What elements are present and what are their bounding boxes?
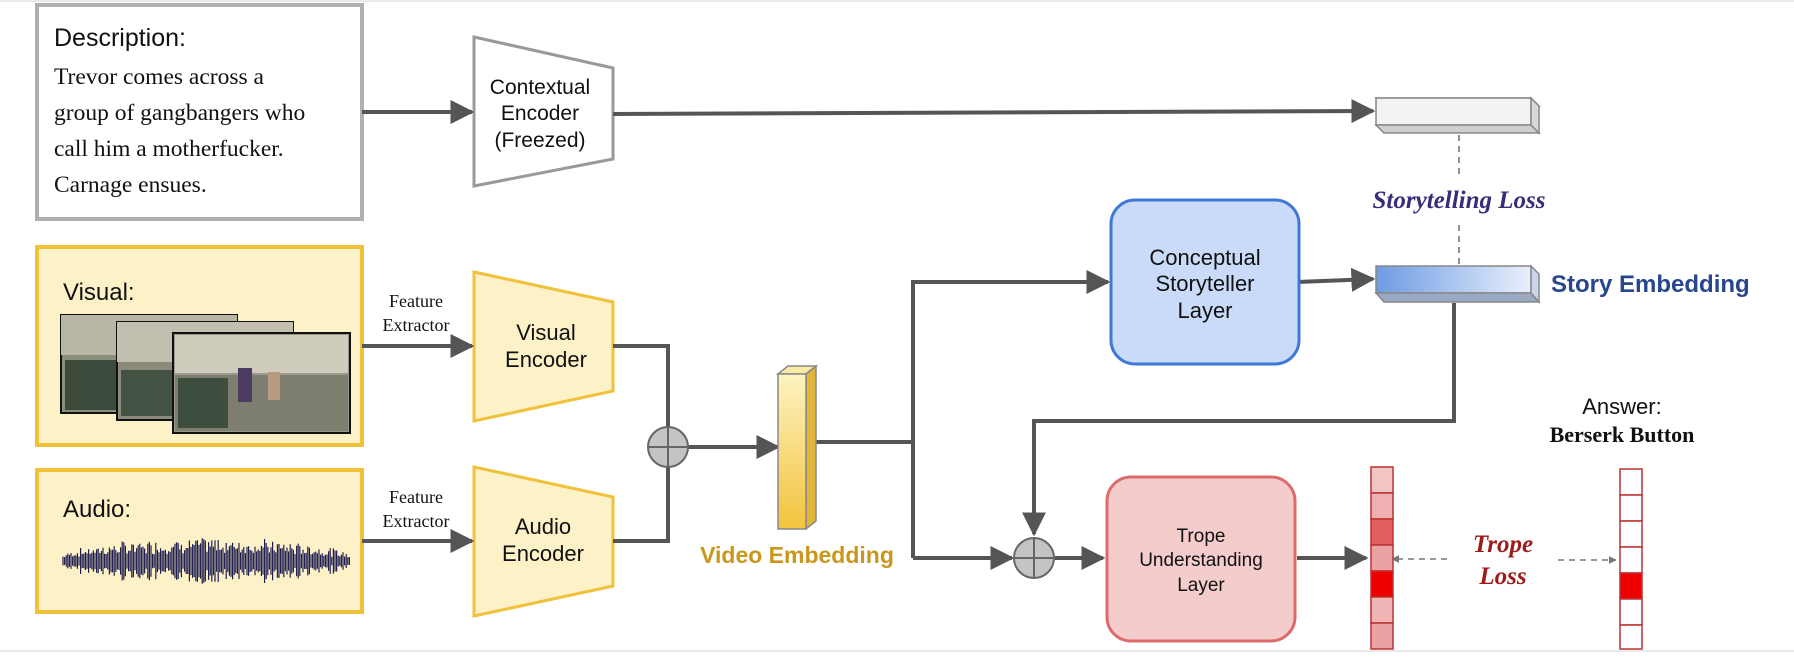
feature-extractor-audio-label-1: Feature	[389, 487, 443, 507]
contextual-encoder-line-3: (Freezed)	[494, 129, 585, 152]
video-frames	[60, 314, 351, 434]
arrow-contextual-to-top-embedding	[612, 99, 1376, 124]
arrow-story-embedding-to-trope-sum	[1022, 303, 1456, 537]
contextual-encoder: Contextual Encoder (Freezed)	[472, 35, 615, 188]
audio-label: Audio:	[63, 496, 131, 523]
trope-loss-line-1: Trope	[1473, 531, 1533, 558]
answer-vector	[1619, 468, 1643, 650]
visual-box: Visual:	[35, 245, 364, 447]
trope-line-1: Trope	[1177, 526, 1226, 547]
audio-encoder-line-2: Encoder	[502, 541, 584, 566]
contextual-embedding-vector	[1374, 96, 1541, 135]
audio-box: Audio:	[35, 468, 364, 614]
loss-connectors	[1391, 135, 1617, 564]
description-line-4: Carnage ensues.	[54, 172, 207, 198]
video-embedding-vector	[775, 364, 819, 531]
connectors	[362, 99, 1456, 570]
arrow-video-to-storyteller	[911, 270, 1111, 558]
audio-encoder-line-1: Audio	[515, 514, 571, 539]
video-embedding-label: Video Embedding	[700, 542, 894, 568]
sum-node-video	[647, 426, 689, 468]
visual-encoder-line-2: Encoder	[505, 347, 587, 372]
line-visual-encoder-to-sum	[613, 344, 670, 427]
storyteller-line-3: Layer	[1177, 298, 1232, 323]
trope-prediction-vector	[1370, 466, 1394, 650]
contextual-encoder-line-2: Encoder	[501, 102, 579, 125]
visual-encoder: Visual Encoder	[472, 270, 615, 423]
answer-value: Berserk Button	[1550, 422, 1695, 447]
storyteller-layer: Conceptual Storyteller Layer	[1109, 198, 1301, 366]
storyteller-line-2: Storyteller	[1155, 271, 1254, 296]
storytelling-loss-label: Storytelling Loss	[1373, 187, 1546, 214]
description-line-1: Trevor comes across a	[54, 64, 264, 90]
trope-line-3: Layer	[1177, 575, 1225, 596]
answer-label: Answer:	[1582, 394, 1661, 419]
story-embedding-label: Story Embedding	[1551, 271, 1750, 298]
sum-node-trope	[1013, 537, 1055, 579]
trope-line-2: Understanding	[1139, 550, 1263, 571]
line-audio-encoder-to-sum	[613, 467, 670, 543]
contextual-encoder-line-1: Contextual	[490, 76, 590, 99]
feature-extractor-visual-label-1: Feature	[389, 291, 443, 311]
feature-extractor-audio-label-2: Extractor	[383, 511, 450, 531]
storyteller-line-1: Conceptual	[1149, 245, 1260, 270]
description-line-2: group of gangbangers who	[54, 100, 305, 126]
visual-label: Visual:	[63, 279, 135, 306]
audio-encoder: Audio Encoder	[472, 465, 615, 618]
feature-extractor-visual-label-2: Extractor	[383, 315, 450, 335]
audio-waveform	[62, 538, 350, 584]
description-heading: Description:	[54, 24, 186, 52]
description-box: Description: Trevor comes across a group…	[35, 3, 364, 221]
description-line-3: call him a motherfucker.	[54, 136, 284, 162]
trope-loss-line-2: Loss	[1478, 563, 1526, 590]
story-embedding-vector	[1374, 264, 1541, 304]
visual-encoder-line-1: Visual	[516, 320, 576, 345]
trope-layer: Trope Understanding Layer	[1105, 475, 1297, 643]
arrow-storyteller-to-story-embedding	[1296, 267, 1376, 292]
